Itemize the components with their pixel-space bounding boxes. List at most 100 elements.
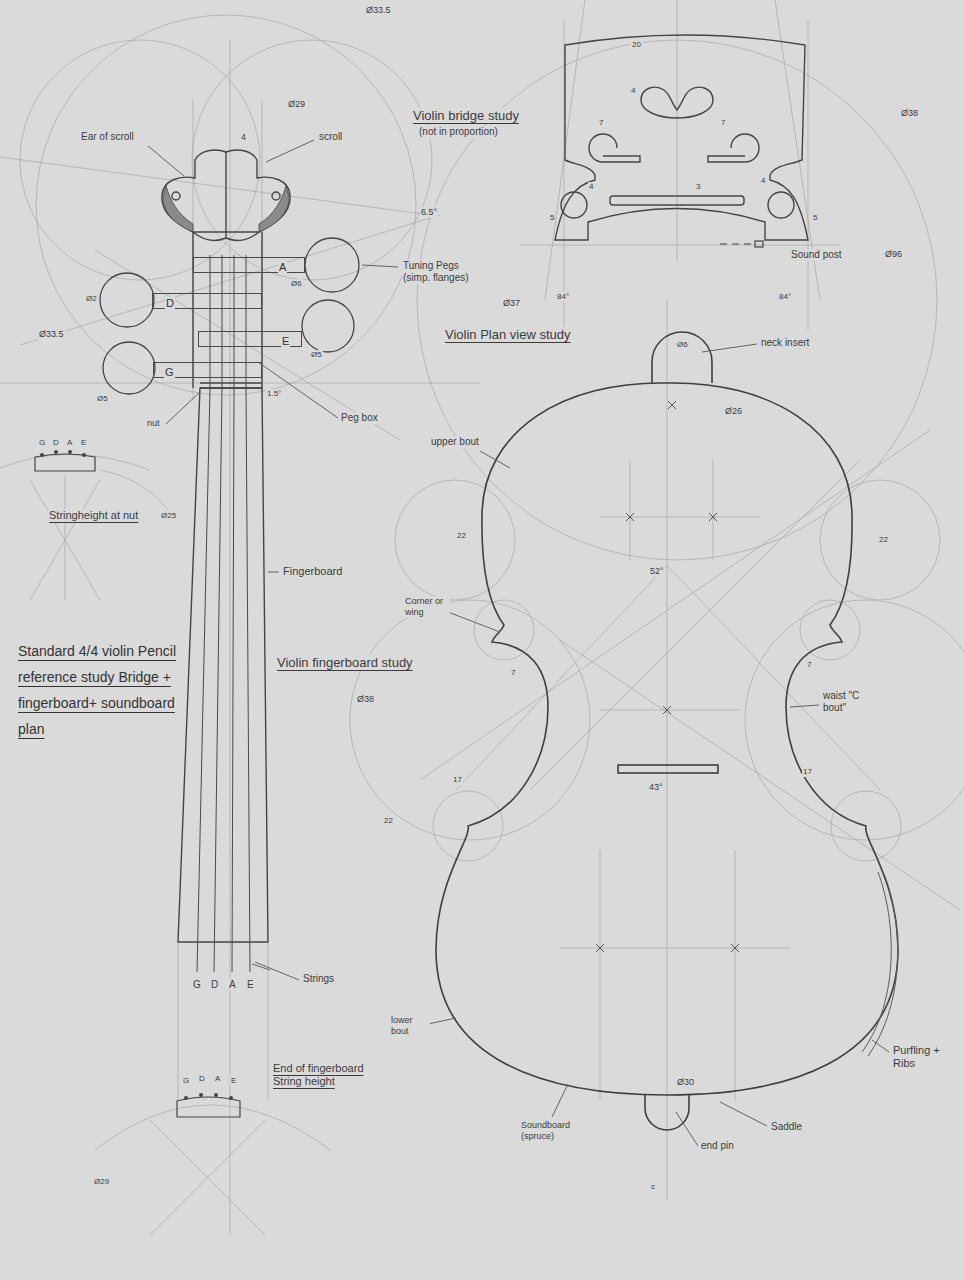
dimension-note: 5 xyxy=(549,213,555,223)
part-label: 4 xyxy=(240,132,247,143)
dimension-note: E xyxy=(80,438,87,448)
dimension-note: 22 xyxy=(383,816,394,826)
part-label: (not in proportion) xyxy=(418,126,499,138)
part-label: 6.5° xyxy=(420,207,438,218)
part-label: lower bout xyxy=(390,1015,430,1037)
dimension-note: 7 xyxy=(806,660,812,670)
part-label: Ø38 xyxy=(356,694,375,705)
fingerboard xyxy=(178,388,268,942)
soundboard-outline xyxy=(436,332,898,1130)
dimension-note: Ø5 xyxy=(310,350,323,360)
dimension-note: 22 xyxy=(878,535,889,545)
part-label: D xyxy=(210,979,219,991)
part-label: Strings xyxy=(302,973,335,985)
study-heading: Violin Plan view study xyxy=(444,327,572,343)
part-label: A xyxy=(228,979,237,991)
dimension-note: Ø6 xyxy=(290,279,303,289)
bridge-outline xyxy=(555,35,808,240)
string-dot xyxy=(40,450,233,1100)
dimension-note: Ø2 xyxy=(85,294,98,304)
part-label: scroll xyxy=(318,131,343,143)
dimension-note: 84° xyxy=(778,292,792,302)
sheet-title: Standard 4/4 violin Pencil reference stu… xyxy=(18,638,178,742)
part-label: end pin xyxy=(700,1140,735,1152)
string-letter: A xyxy=(278,261,287,274)
part-label: G xyxy=(192,979,202,991)
centre-marks xyxy=(596,401,739,952)
dimension-note: D xyxy=(198,1074,206,1084)
nut-section xyxy=(35,454,95,471)
string-letter: E xyxy=(281,335,290,348)
tuning-peg xyxy=(100,238,359,394)
dimension-note: 7 xyxy=(510,668,516,678)
construction-lines xyxy=(0,0,964,1235)
string-letter: G xyxy=(164,366,175,379)
part-label: Ø38 xyxy=(900,108,919,119)
dimension-note: Ø29 xyxy=(93,1177,110,1187)
sound-post xyxy=(720,241,763,247)
dimension-note: Ø5 xyxy=(96,394,109,404)
peg-stem: E xyxy=(198,331,302,347)
part-label: Corner or wing xyxy=(404,596,450,618)
purfling xyxy=(862,872,898,1056)
part-label: Ø30 xyxy=(676,1077,695,1088)
dimension-note: G xyxy=(182,1076,190,1086)
scroll-ear xyxy=(163,186,289,232)
dimension-note: 22 xyxy=(456,531,467,541)
part-label: Ear of scroll xyxy=(80,131,135,143)
dimension-note: A xyxy=(66,438,73,448)
part-label: 52° xyxy=(649,566,665,577)
dimension-note: Ø25 xyxy=(160,511,177,521)
part-label: waist "C bout" xyxy=(822,690,886,714)
part-label: neck insert xyxy=(760,337,810,349)
dimension-note: A xyxy=(214,1074,221,1084)
part-label: Ø37 xyxy=(502,298,521,309)
dimension-note: E xyxy=(230,1076,237,1086)
dimension-note: G xyxy=(38,438,46,448)
part-label: E xyxy=(246,979,255,991)
part-label: Fingerboard xyxy=(282,565,343,578)
part-label: nut xyxy=(146,418,161,429)
part-label: 43° xyxy=(648,782,664,793)
dimension-note: c xyxy=(650,1182,656,1192)
part-label: Peg box xyxy=(340,412,379,424)
dimension-note: D xyxy=(52,438,60,448)
scroll-pegbox xyxy=(162,150,290,388)
study-heading: Violin bridge study xyxy=(412,108,520,124)
dimension-note: 4 xyxy=(630,86,636,96)
part-label: Ø26 xyxy=(724,406,743,417)
part-label: Ø33.5 xyxy=(365,5,392,16)
dimension-note: 5 xyxy=(812,213,818,223)
peg-stem: D xyxy=(152,293,262,309)
dimension-note: 3 xyxy=(695,182,701,192)
part-label: Soundboard (spruce) xyxy=(520,1120,586,1142)
string-letter: D xyxy=(165,297,175,310)
study-heading: Violin fingerboard study xyxy=(276,655,414,671)
part-label: Stringheight at nut xyxy=(48,509,139,522)
dimension-note: 7 xyxy=(598,118,604,128)
part-label: Purfling + Ribs xyxy=(892,1044,950,1070)
fingerboard-end-section xyxy=(177,1097,240,1117)
dimension-note: 4 xyxy=(760,176,766,186)
dimension-note: 17 xyxy=(802,767,813,777)
part-label: Ø33.5 xyxy=(38,329,65,340)
dimension-note: Ø6 xyxy=(676,340,689,350)
peg-stem: G xyxy=(153,362,262,378)
part-label: Tuning Pegs (simp. flanges) xyxy=(402,260,484,284)
part-label: Saddle xyxy=(770,1121,803,1133)
leader-line xyxy=(148,140,889,1146)
dimension-note: 84° xyxy=(556,292,570,302)
dimension-note: 1.5° xyxy=(266,389,282,399)
dimension-note: 20 xyxy=(631,40,642,50)
dimension-note: 7 xyxy=(720,118,726,128)
part-label: Ø29 xyxy=(287,99,306,110)
part-label: upper bout xyxy=(430,436,480,448)
peg-stem: A xyxy=(193,257,305,273)
part-label: Sound post xyxy=(790,249,843,261)
part-label: Ø96 xyxy=(884,249,903,260)
dimension-note: 17 xyxy=(452,775,463,785)
part-label: End of fingerboard String height xyxy=(272,1062,392,1088)
dimension-note: 4 xyxy=(588,182,594,192)
